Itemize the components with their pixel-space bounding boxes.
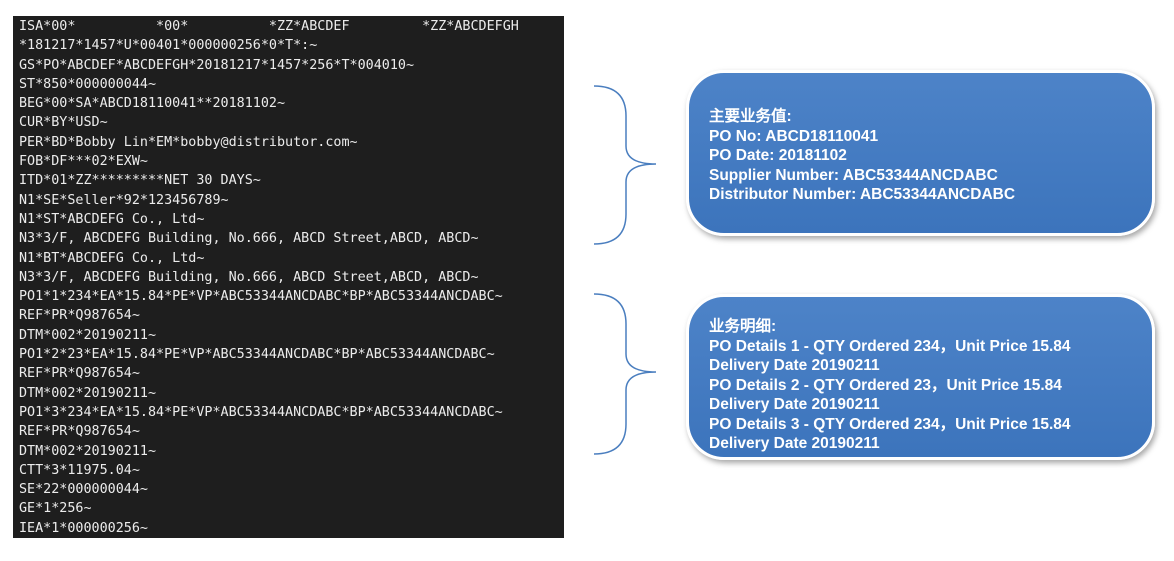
edi-line-ge: GE*1*256~ [19, 501, 92, 517]
summary-callout-title: 主要业务值: [709, 108, 792, 125]
summary-supplier-number: Supplier Number: ABC53344ANCDABC [709, 166, 998, 184]
edi-line-gs: GS*PO*ABCDEF*ABCDEFGH*20181217*1457*256*… [19, 57, 415, 73]
edi-line-st: ST*850*000000044~ [19, 76, 157, 92]
edi-line-dtm-3: DTM*002*20190211~ [19, 443, 157, 459]
edi-line-itd: ITD*01*ZZ*********NET 30 DAYS~ [19, 173, 261, 189]
edi-line-po1-1: PO1*1*234*EA*15.84*PE*VP*ABC53344ANCDABC… [19, 289, 503, 305]
edi-line-dtm-1: DTM*002*20190211~ [19, 327, 157, 343]
details-delivery-2: Delivery Date 20190211 [709, 396, 880, 413]
details-line-3: PO Details 3 - QTY Ordered 234，Unit Pric… [709, 415, 1071, 433]
details-delivery-1: Delivery Date 20190211 [709, 357, 880, 374]
details-callout-title: 业务明细: [709, 318, 777, 335]
edi-line-po1-2: PO1*2*23*EA*15.84*PE*VP*ABC53344ANCDABC*… [19, 347, 495, 363]
edi-line-ctt: CTT*3*11975.04~ [19, 462, 140, 478]
brace-line-item-segments [593, 293, 657, 455]
edi-line-se: SE*22*000000044~ [19, 482, 148, 498]
edi-line-cur: CUR*BY*USD~ [19, 115, 108, 131]
edi-line-n3-bt: N3*3/F, ABCDEFG Building, No.666, ABCD S… [19, 269, 479, 285]
details-delivery-3: Delivery Date 20190211 [709, 435, 880, 452]
edi-line-fob: FOB*DF***02*EXW~ [19, 154, 148, 170]
edi-line-dtm-2: DTM*002*20190211~ [19, 385, 157, 401]
edi-line-isa-cont: *181217*1457*U*00401*000000256*0*T*:~ [19, 38, 318, 54]
edi-message-panel: ISA*00* *00* *ZZ*ABCDEF *ZZ*ABCDEFGH *18… [13, 16, 564, 538]
edi-line-isa: ISA*00* *00* *ZZ*ABCDEF *ZZ*ABCDEFGH [19, 19, 519, 34]
edi-line-per: PER*BD*Bobby Lin*EM*bobby@distributor.co… [19, 134, 358, 150]
edi-line-ref-3: REF*PR*Q987654~ [19, 424, 140, 440]
details-callout: 业务明细: PO Details 1 - QTY Ordered 234，Uni… [686, 294, 1155, 460]
summary-distributor-number: Distributor Number: ABC53344ANCDABC [709, 186, 1016, 203]
summary-po-number: PO No: ABCD18110041 [709, 127, 879, 145]
edi-line-iea: IEA*1*000000256~ [19, 520, 148, 536]
summary-callout: 主要业务值: PO No: ABCD18110041 PO Date: 2018… [686, 70, 1155, 236]
brace-header-segments [593, 85, 657, 245]
details-line-1: PO Details 1 - QTY Ordered 234，Unit Pric… [709, 337, 1071, 355]
edi-line-beg: BEG*00*SA*ABCD18110041**20181102~ [19, 96, 286, 112]
edi-line-po1-3: PO1*3*234*EA*15.84*PE*VP*ABC53344ANCDABC… [19, 404, 503, 420]
edi-line-n1-st: N1*ST*ABCDEFG Co., Ltd~ [19, 211, 205, 227]
edi-line-ref-1: REF*PR*Q987654~ [19, 308, 140, 324]
edi-line-ref-2: REF*PR*Q987654~ [19, 366, 140, 382]
summary-po-date: PO Date: 20181102 [709, 147, 847, 164]
edi-line-n1-bt: N1*BT*ABCDEFG Co., Ltd~ [19, 250, 205, 266]
edi-line-n1-se: N1*SE*Seller*92*123456789~ [19, 192, 229, 208]
edi-line-n3-st: N3*3/F, ABCDEFG Building, No.666, ABCD S… [19, 231, 479, 247]
details-line-2: PO Details 2 - QTY Ordered 23，Unit Price… [709, 376, 1062, 394]
